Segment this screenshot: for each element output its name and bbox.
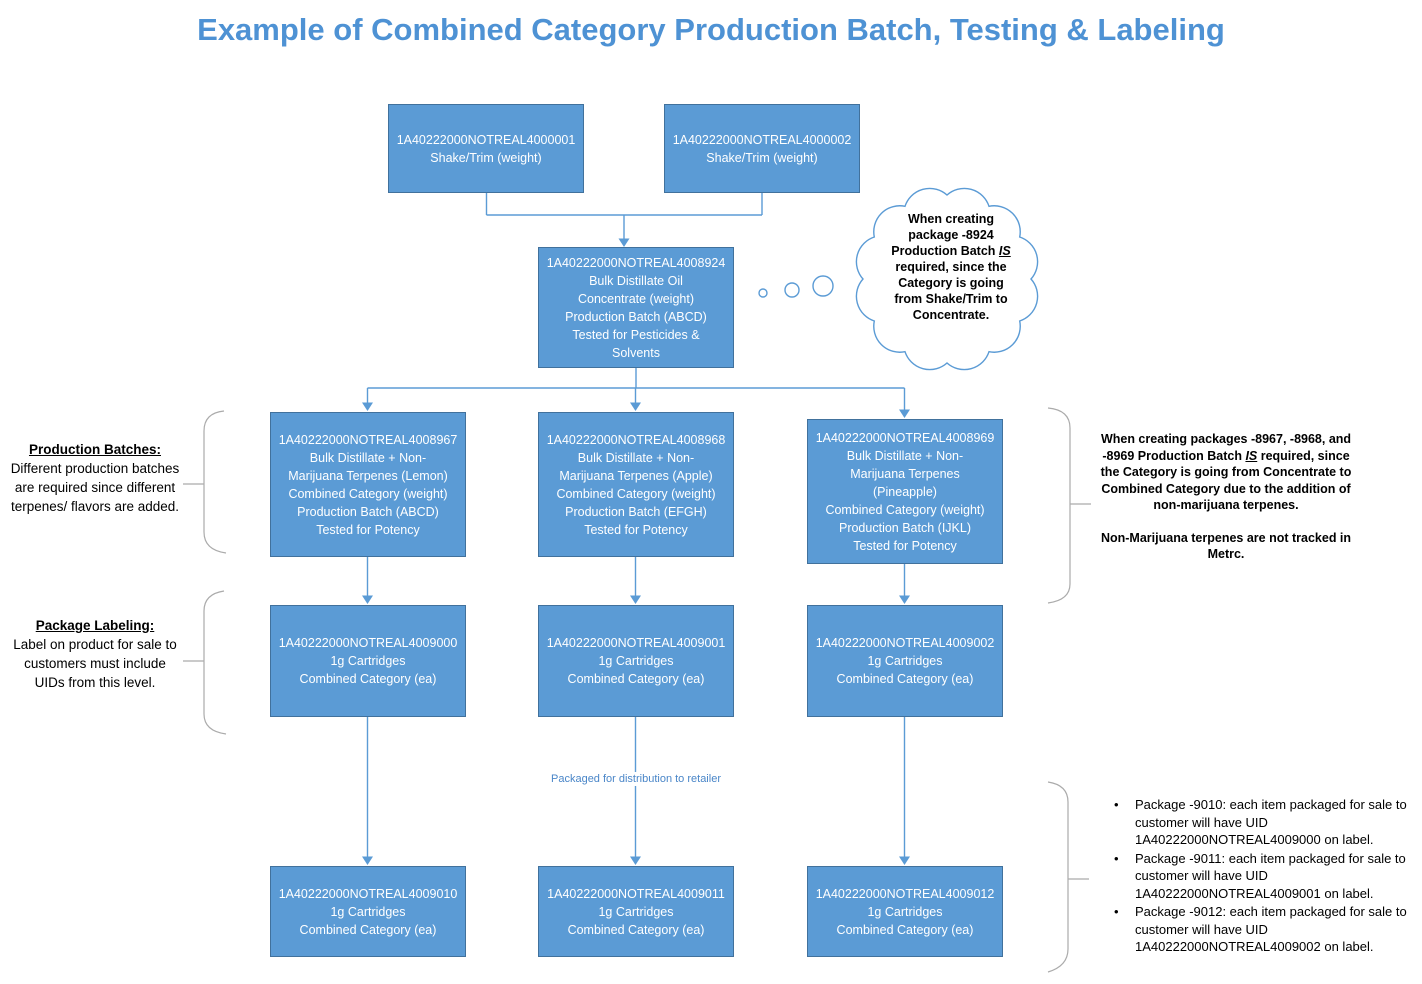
arrowhead-icon <box>362 402 373 411</box>
list-item: • Package -9010: each item packaged for s… <box>1108 796 1410 849</box>
box-combined-pineapple: 1A40222000NOTREAL4008969 Bulk Distillate… <box>807 419 1003 564</box>
package-uid-bullet-list: • Package -9010: each item packaged for s… <box>1108 796 1410 957</box>
bullet-text: Package -9011: each item packaged for sa… <box>1135 850 1406 901</box>
right-note-paragraph: When creating packages -8967, -8968, and… <box>1100 431 1352 514</box>
box-bulk-concentrate: 1A40222000NOTREAL4008924 Bulk Distillate… <box>538 247 734 368</box>
production-batch-required-note: When creating packages -8967, -8968, and… <box>1100 431 1352 563</box>
arrowhead-icon <box>630 595 641 604</box>
box-retail-9011: 1A40222000NOTREAL4009011 1g Cartridges C… <box>538 866 734 957</box>
production-batches-heading: Production Batches: <box>28 442 161 457</box>
thought-cloud-text: When creating package -8924 Production B… <box>868 211 1034 323</box>
package-labeling-note: Package Labeling: Label on product for s… <box>8 616 182 692</box>
list-item: • Package -9011: each item packaged for s… <box>1108 850 1410 903</box>
split-connector <box>362 368 910 418</box>
brace-production-left <box>183 410 227 554</box>
package-labeling-heading: Package Labeling: <box>35 618 155 633</box>
box-cartridges-9000: 1A40222000NOTREAL4009000 1g Cartridges C… <box>270 605 466 717</box>
arrowhead-icon <box>362 856 373 865</box>
box-combined-lemon: 1A40222000NOTREAL4008967 Bulk Distillate… <box>270 412 466 557</box>
right-note-emphasis: IS <box>1245 448 1258 463</box>
cloud-text-pre: When creating package -8924 Production B… <box>891 212 996 258</box>
brace-retail-right <box>1047 781 1089 973</box>
bullet-icon: • <box>1114 904 1119 919</box>
arrowhead-icon <box>618 238 630 247</box>
box-cartridges-9002: 1A40222000NOTREAL4009002 1g Cartridges C… <box>807 605 1003 717</box>
arrowhead-icon <box>899 856 910 865</box>
arrowhead-icon <box>630 856 641 865</box>
arrowhead-icon <box>899 409 910 418</box>
box-retail-9010: 1A40222000NOTREAL4009010 1g Cartridges C… <box>270 866 466 957</box>
right-note-pre: When creating packages -8967, -8968, and… <box>1100 432 1352 463</box>
arrowhead-icon <box>362 595 373 604</box>
distribution-flow-label: Packaged for distribution to retailer <box>535 772 737 786</box>
bullet-icon: • <box>1114 850 1119 866</box>
right-note-post: required, since the Category is going fr… <box>1100 448 1352 513</box>
brace-labeling-left <box>183 590 227 735</box>
brace-production-right <box>1047 407 1091 604</box>
cloud-text-emphasis: IS <box>998 244 1011 258</box>
box-cartridges-9001: 1A40222000NOTREAL4009001 1g Cartridges C… <box>538 605 734 717</box>
box-combined-apple: 1A40222000NOTREAL4008968 Bulk Distillate… <box>538 412 734 557</box>
list-item: • Package -9012: each item packaged for s… <box>1108 903 1410 956</box>
production-batches-body: Different production batches are require… <box>10 461 180 514</box>
arrowhead-icon <box>899 595 910 604</box>
cloud-text-post: required, since the Category is going fr… <box>894 260 1008 322</box>
package-labeling-body: Label on product for sale to customers m… <box>13 637 177 690</box>
cartridge-to-retail-arrows <box>362 717 910 865</box>
diagram-title: Example of Combined Category Production … <box>197 12 1225 47</box>
box-retail-9012: 1A40222000NOTREAL4009012 1g Cartridges C… <box>807 866 1003 957</box>
batch-to-cartridge-arrows <box>362 557 910 604</box>
bullet-text: Package -9010: each item packaged for sa… <box>1135 797 1407 847</box>
box-shake-trim-2: 1A40222000NOTREAL4000002 Shake/Trim (wei… <box>664 104 860 193</box>
bullet-icon: • <box>1114 797 1119 812</box>
thought-bubble-trail <box>758 275 834 298</box>
right-note-footer: Non-Marijuana terpenes are not tracked i… <box>1100 530 1352 562</box>
merge-connector <box>485 193 763 247</box>
production-batches-note: Production Batches: Different production… <box>8 440 182 516</box>
arrowhead-icon <box>630 402 641 411</box>
box-shake-trim-1: 1A40222000NOTREAL4000001 Shake/Trim (wei… <box>388 104 584 193</box>
bullet-text: Package -9012: each item packaged for sa… <box>1135 904 1407 954</box>
